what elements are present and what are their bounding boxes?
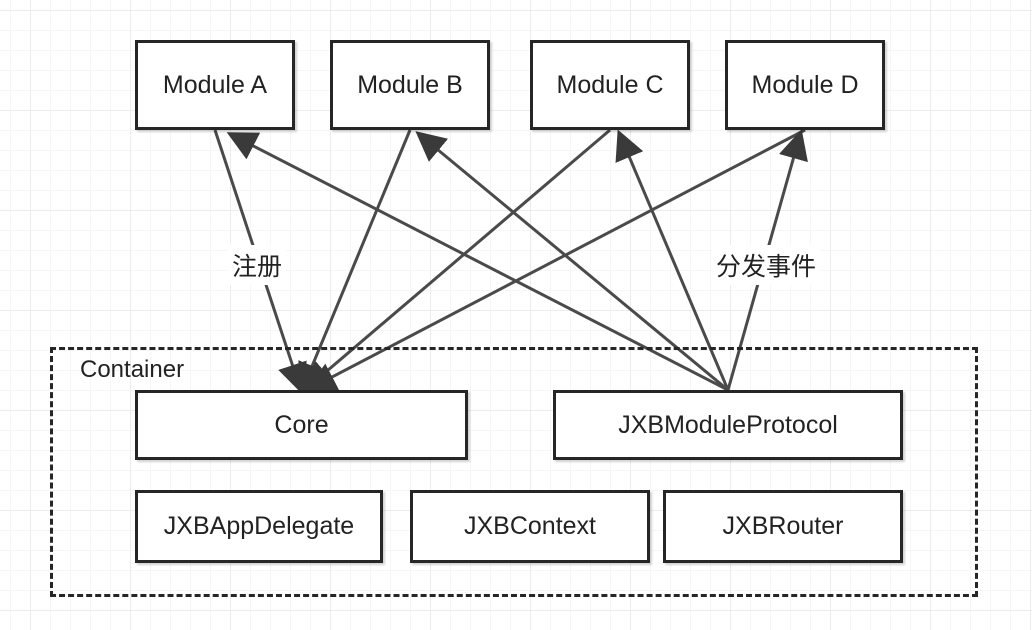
context-label: JXBContext — [463, 512, 596, 540]
app-delegate-label: JXBAppDelegate — [163, 512, 355, 540]
router-box[interactable]: JXBRouter — [663, 490, 903, 563]
container-label: Container — [80, 356, 185, 383]
edge-label-register: 注册 — [228, 245, 287, 285]
container-frame — [50, 347, 978, 597]
edge-label-dispatch: 分发事件 — [712, 245, 821, 285]
module-protocol-box[interactable]: JXBModuleProtocol — [553, 390, 903, 460]
module-c-label: Module C — [556, 70, 664, 99]
module-a-box[interactable]: Module A — [135, 40, 295, 130]
core-label: Core — [274, 410, 329, 439]
module-b-label: Module B — [357, 70, 463, 99]
module-c-box[interactable]: Module C — [530, 40, 690, 130]
module-b-box[interactable]: Module B — [330, 40, 490, 130]
app-delegate-box[interactable]: JXBAppDelegate — [135, 490, 383, 563]
module-d-label: Module D — [751, 70, 859, 99]
module-protocol-label: JXBModuleProtocol — [618, 410, 838, 439]
core-box[interactable]: Core — [135, 390, 468, 460]
module-a-label: Module A — [162, 70, 268, 99]
module-d-box[interactable]: Module D — [725, 40, 885, 130]
context-box[interactable]: JXBContext — [410, 490, 650, 563]
router-label: JXBRouter — [722, 512, 844, 540]
